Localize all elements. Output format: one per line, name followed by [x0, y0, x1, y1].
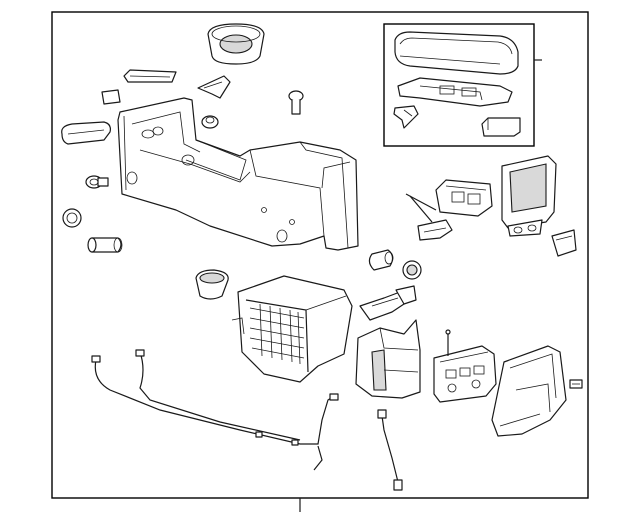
- round-knob: [201, 115, 219, 129]
- cup-holder-sleeve: [195, 269, 229, 300]
- storage-bin: [231, 275, 353, 383]
- grommet: [62, 208, 82, 228]
- side-trim-panel: [491, 345, 567, 437]
- power-outlet: [87, 237, 123, 253]
- lead-wire: [377, 409, 403, 491]
- inset-frame: [383, 23, 535, 147]
- storage-bin-grid: [249, 303, 305, 365]
- console-housing: [117, 97, 359, 251]
- climate-control-head: [433, 329, 497, 403]
- cup-holder-insert: [207, 23, 265, 65]
- push-pin: [288, 90, 304, 115]
- mounting-bracket: [417, 219, 453, 241]
- trim-piece: [197, 75, 231, 99]
- wiring-harness: [91, 349, 339, 471]
- shift-trim-handle: [61, 121, 111, 145]
- armrest-pad: [481, 117, 521, 137]
- center-bracket: [359, 285, 417, 321]
- auxiliary-jack: [368, 249, 394, 271]
- diagram-frame: [51, 11, 589, 499]
- round-grommet-right: [402, 260, 422, 280]
- side-clip: [551, 229, 577, 257]
- screw-left: [85, 175, 109, 189]
- armrest-hinge-bracket: [397, 77, 513, 107]
- screw-right: [569, 379, 583, 389]
- control-module: [405, 179, 493, 223]
- armrest-lid: [394, 31, 519, 75]
- coin-tray: [123, 69, 177, 83]
- retainer-clip: [101, 89, 121, 105]
- armrest-latch: [393, 105, 419, 129]
- rear-display-panel: [501, 155, 557, 237]
- shifter-base: [355, 319, 421, 399]
